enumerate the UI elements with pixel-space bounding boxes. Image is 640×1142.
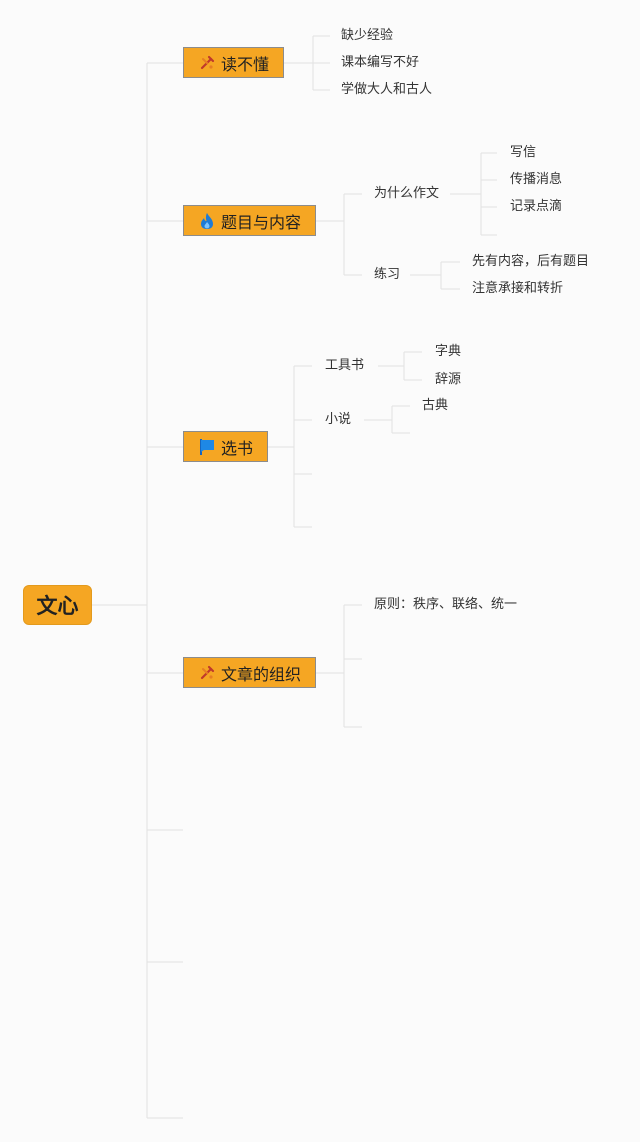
leaf-label: 先有内容，后有题目 xyxy=(472,254,590,269)
subtopic-label: 小说 xyxy=(325,412,352,427)
leaf-label: 辞源 xyxy=(435,372,462,387)
leaf-label: 古典 xyxy=(422,398,449,413)
leaf-label: 注意承接和转折 xyxy=(472,281,564,296)
leaf-label: 学做大人和古人 xyxy=(341,82,433,97)
leaf-label: 原则：秩序、联络、统一 xyxy=(374,597,518,612)
leaf-label: 字典 xyxy=(435,344,462,359)
topic-label: 题目与内容 xyxy=(220,212,301,232)
subtopic-label: 练习 xyxy=(374,267,401,282)
root-node[interactable]: 文心 xyxy=(23,585,92,625)
subtopic-label: 为什么作文 xyxy=(374,186,440,201)
leaf-label: 记录点滴 xyxy=(510,199,563,214)
flag-icon xyxy=(198,438,216,456)
leaf-label: 缺少经验 xyxy=(341,28,394,43)
leaf-label: 传播消息 xyxy=(510,172,563,187)
topic-node-title-content[interactable]: 题目与内容 xyxy=(183,205,316,236)
tools-icon xyxy=(198,54,216,72)
topic-node-choose-books[interactable]: 选书 xyxy=(183,431,268,462)
leaf-label: 课本编写不好 xyxy=(341,55,420,70)
topic-label: 文章的组织 xyxy=(220,664,301,684)
topic-label: 选书 xyxy=(220,438,253,458)
subtopic-label: 工具书 xyxy=(325,358,365,373)
topic-label: 读不懂 xyxy=(220,54,269,74)
leaf-label: 写信 xyxy=(510,145,537,160)
tools-icon xyxy=(198,664,216,682)
fire-icon xyxy=(198,212,216,230)
topic-node-organization[interactable]: 文章的组织 xyxy=(183,657,316,688)
topic-node-read[interactable]: 读不懂 xyxy=(183,47,284,78)
